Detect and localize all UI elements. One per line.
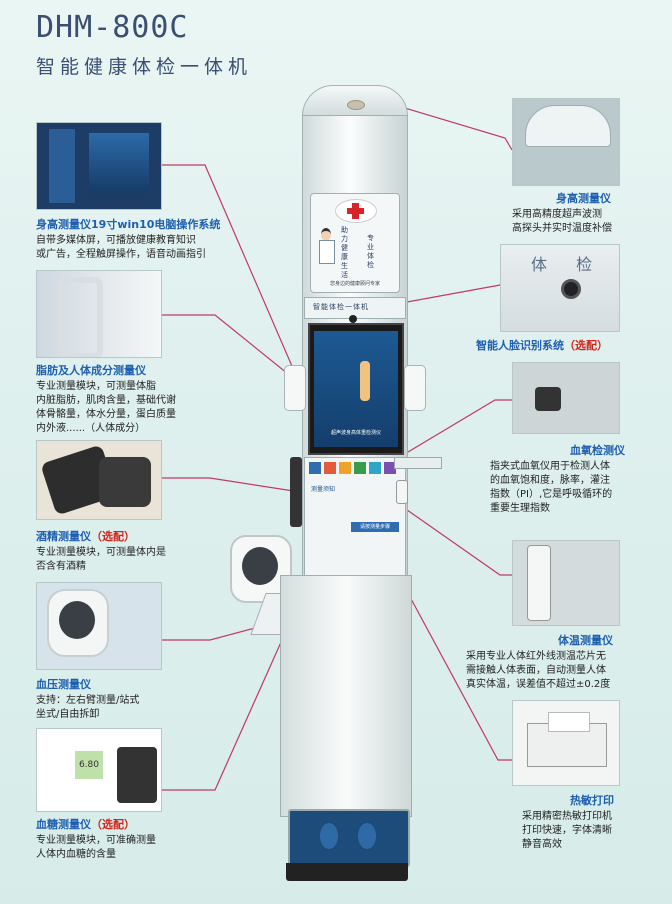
thumb-oxygen xyxy=(512,362,620,434)
leader-height-os xyxy=(160,164,299,381)
camera-icon xyxy=(561,279,581,299)
panel-slogan-1: 助力健康生活 xyxy=(341,226,348,279)
touch-screen[interactable]: 超声波身高体重检测仪 xyxy=(308,323,404,455)
left-handle xyxy=(284,365,306,411)
thumb-alcohol xyxy=(36,440,162,520)
title-oxygen: 血氧检测仪 xyxy=(570,444,625,457)
thumb-blood-pressure xyxy=(36,582,162,670)
thumb-blood-sugar: 6.80 xyxy=(36,728,162,812)
desc-blood-pressure: 支持：左右臂测量/站式 坐式/自由拆卸 xyxy=(36,695,140,720)
thumb-temperature xyxy=(512,540,620,626)
menu-icon-3[interactable] xyxy=(339,462,351,474)
step-button[interactable]: 请按测量步骤 xyxy=(351,522,399,532)
doctor-cartoon-icon xyxy=(319,228,335,270)
health-kiosk: 助力健康生活 专业体检 您身边的健康顾问专家 智能体检一体机 超声波身高体重检测… xyxy=(230,85,442,900)
menu-icon-2[interactable] xyxy=(324,462,336,474)
title-blood-sugar: 血糖测量仪（选配） xyxy=(36,818,135,831)
screen-display: 超声波身高体重检测仪 xyxy=(314,331,398,447)
desc-height-meter: 采用高精度超声波测 高探头并实时温度补偿 xyxy=(512,209,612,234)
thumb-printer xyxy=(512,700,620,786)
panel-slogan-2: 专业体检 xyxy=(367,234,374,269)
desc-body-fat: 专业测量模块，可测量体脂 内脏脂肪，肌肉含量，基础代谢 体骨骼量，体水分量，蛋白… xyxy=(36,381,176,434)
sensor-probe-icon xyxy=(347,100,365,110)
red-cross-icon xyxy=(335,199,377,223)
title-temperature: 体温测量仪 xyxy=(558,634,613,647)
scale-base xyxy=(286,863,408,881)
upper-panel: 助力健康生活 专业体检 您身边的健康顾问专家 xyxy=(310,193,400,293)
measure-notice-title: 测量须知 xyxy=(311,486,336,493)
thumb-height-meter xyxy=(512,98,620,186)
face-thumb-sign: 体 检 xyxy=(531,255,605,274)
temp-sensor xyxy=(396,480,408,504)
title-body-fat: 脂肪及人体成分测量仪 xyxy=(36,364,146,377)
desc-blood-sugar: 专业测量模块，可准确测量 人体内血糖的含量 xyxy=(36,835,156,860)
title-blood-pressure: 血压测量仪 xyxy=(36,678,91,691)
leader-body-fat xyxy=(160,314,299,383)
leader-temp xyxy=(399,504,515,576)
leader-sugar xyxy=(160,621,291,791)
desc-oxygen: 指夹式血氧仪用于检测人体 的血氧饱和度，脉率，灌注 指数（PI）,它是呼吸循环的… xyxy=(490,461,613,514)
kiosk-band-text: 智能体检一体机 xyxy=(313,303,369,311)
scale-platform xyxy=(288,809,410,867)
panel-footer: 您身边的健康顾问专家 xyxy=(329,281,380,287)
menu-icon-5[interactable] xyxy=(369,462,381,474)
title-alcohol: 酒精测量仪（选配） xyxy=(36,530,135,543)
camera-icon xyxy=(349,315,357,323)
screen-figure-icon xyxy=(360,361,370,401)
title-printer: 热敏打印 xyxy=(570,794,614,807)
desc-alcohol: 专业测量模块，可测量体内是 否含有酒精 xyxy=(36,547,166,572)
menu-icon-1[interactable] xyxy=(309,462,321,474)
icon-button-row xyxy=(309,462,401,474)
desc-temperature: 采用专业人体红外线测温芯片无 需接触人体表面，自动测量人体 真实体温，误差值不超… xyxy=(466,651,611,690)
leader-height-meter xyxy=(377,99,513,151)
leader-oxygen xyxy=(397,399,512,459)
sugar-meter-screen: 6.80 xyxy=(75,751,103,779)
menu-icon-6[interactable] xyxy=(384,462,396,474)
title-face: 智能人脸识别系统（选配） xyxy=(476,339,608,352)
lower-panel: 测量须知 请按测量步骤 xyxy=(304,457,406,587)
title-height-os: 身高测量仪19寸win10电脑操作系统 xyxy=(36,218,221,231)
desc-printer: 采用精密热敏打印机 打印快速，字体清晰 静音高效 xyxy=(522,811,612,850)
right-handle xyxy=(404,365,426,411)
footprint-icon xyxy=(358,823,376,849)
thumb-face: 体 检 xyxy=(500,244,620,332)
printer-icon xyxy=(527,712,607,767)
product-model: DHM-800C xyxy=(36,10,189,45)
screen-caption: 超声波身高体重检测仪 xyxy=(330,430,381,436)
desc-height-os: 自带多媒体屏，可播放健康教育知识 或广告，全程触屏操作，语音动画指引 xyxy=(36,235,206,260)
thumb-body-fat xyxy=(36,270,162,358)
thumb-height-os xyxy=(36,122,162,210)
menu-icon-4[interactable] xyxy=(354,462,366,474)
leader-alcohol xyxy=(160,477,301,493)
title-height-meter: 身高测量仪 xyxy=(556,192,611,205)
base-cabinet xyxy=(280,575,412,817)
product-subtitle: 智能健康体检一体机 xyxy=(36,56,253,78)
alcohol-device xyxy=(290,457,302,527)
oxygen-sensor xyxy=(394,457,442,469)
footprint-icon xyxy=(320,823,338,849)
